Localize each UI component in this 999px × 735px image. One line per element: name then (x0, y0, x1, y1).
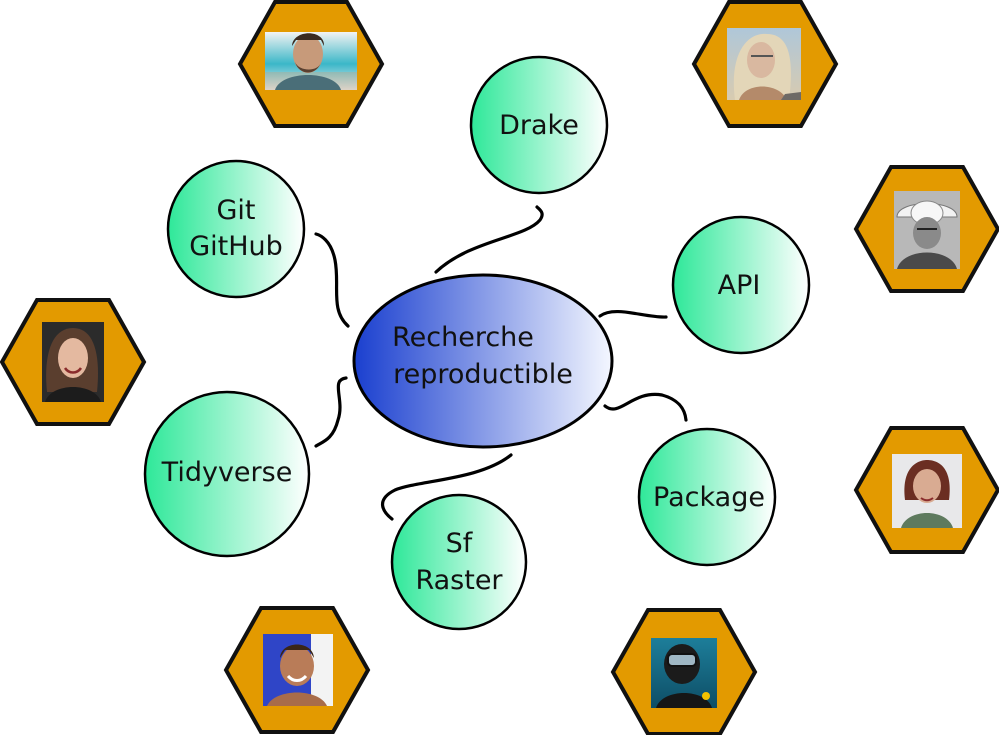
connectors (314, 205, 688, 521)
connector-tidyverse (314, 376, 348, 448)
person-photo-icon (651, 638, 717, 708)
connector-drake (434, 205, 544, 274)
node-sf-label-line1: Sf (446, 528, 474, 559)
person-photo-icon (263, 634, 333, 706)
portrait-hex-4 (0, 298, 147, 426)
portrait-hex-5 (853, 426, 999, 554)
node-package: Package (637, 427, 777, 567)
node-sf-label-line2: Raster (415, 565, 503, 596)
connector-git (314, 232, 350, 328)
node-api: API (671, 215, 811, 355)
person-photo-icon (892, 454, 962, 528)
portrait-hex-7 (610, 608, 758, 735)
node-drake-label: Drake (499, 110, 579, 141)
portrait-hex-3 (853, 165, 999, 293)
person-photo-icon (265, 32, 357, 90)
node-git-label-line2: GitHub (189, 231, 283, 262)
portrait-hex-2 (691, 0, 839, 128)
node-api-label: API (718, 270, 761, 301)
person-photo-icon (727, 28, 801, 100)
portrait-hex-1 (237, 0, 385, 128)
node-git-label-line1: Git (216, 195, 255, 226)
person-photo-icon (42, 322, 104, 402)
node-git: Git GitHub (166, 159, 306, 299)
portrait-hex-6 (223, 606, 371, 734)
connector-package (603, 392, 688, 422)
central-node-label-line1: Recherche (392, 322, 534, 353)
node-tidyverse-label: Tidyverse (161, 457, 293, 488)
central-node: Recherche reproductible (352, 273, 614, 449)
connector-api (598, 309, 668, 319)
node-package-label: Package (653, 482, 765, 513)
node-sf: Sf Raster (390, 493, 528, 631)
connector-sf (381, 453, 513, 521)
person-photo-icon (894, 191, 960, 269)
node-tidyverse: Tidyverse (143, 390, 311, 558)
central-node-label-line2: reproductible (393, 359, 573, 390)
node-drake: Drake (469, 55, 609, 195)
